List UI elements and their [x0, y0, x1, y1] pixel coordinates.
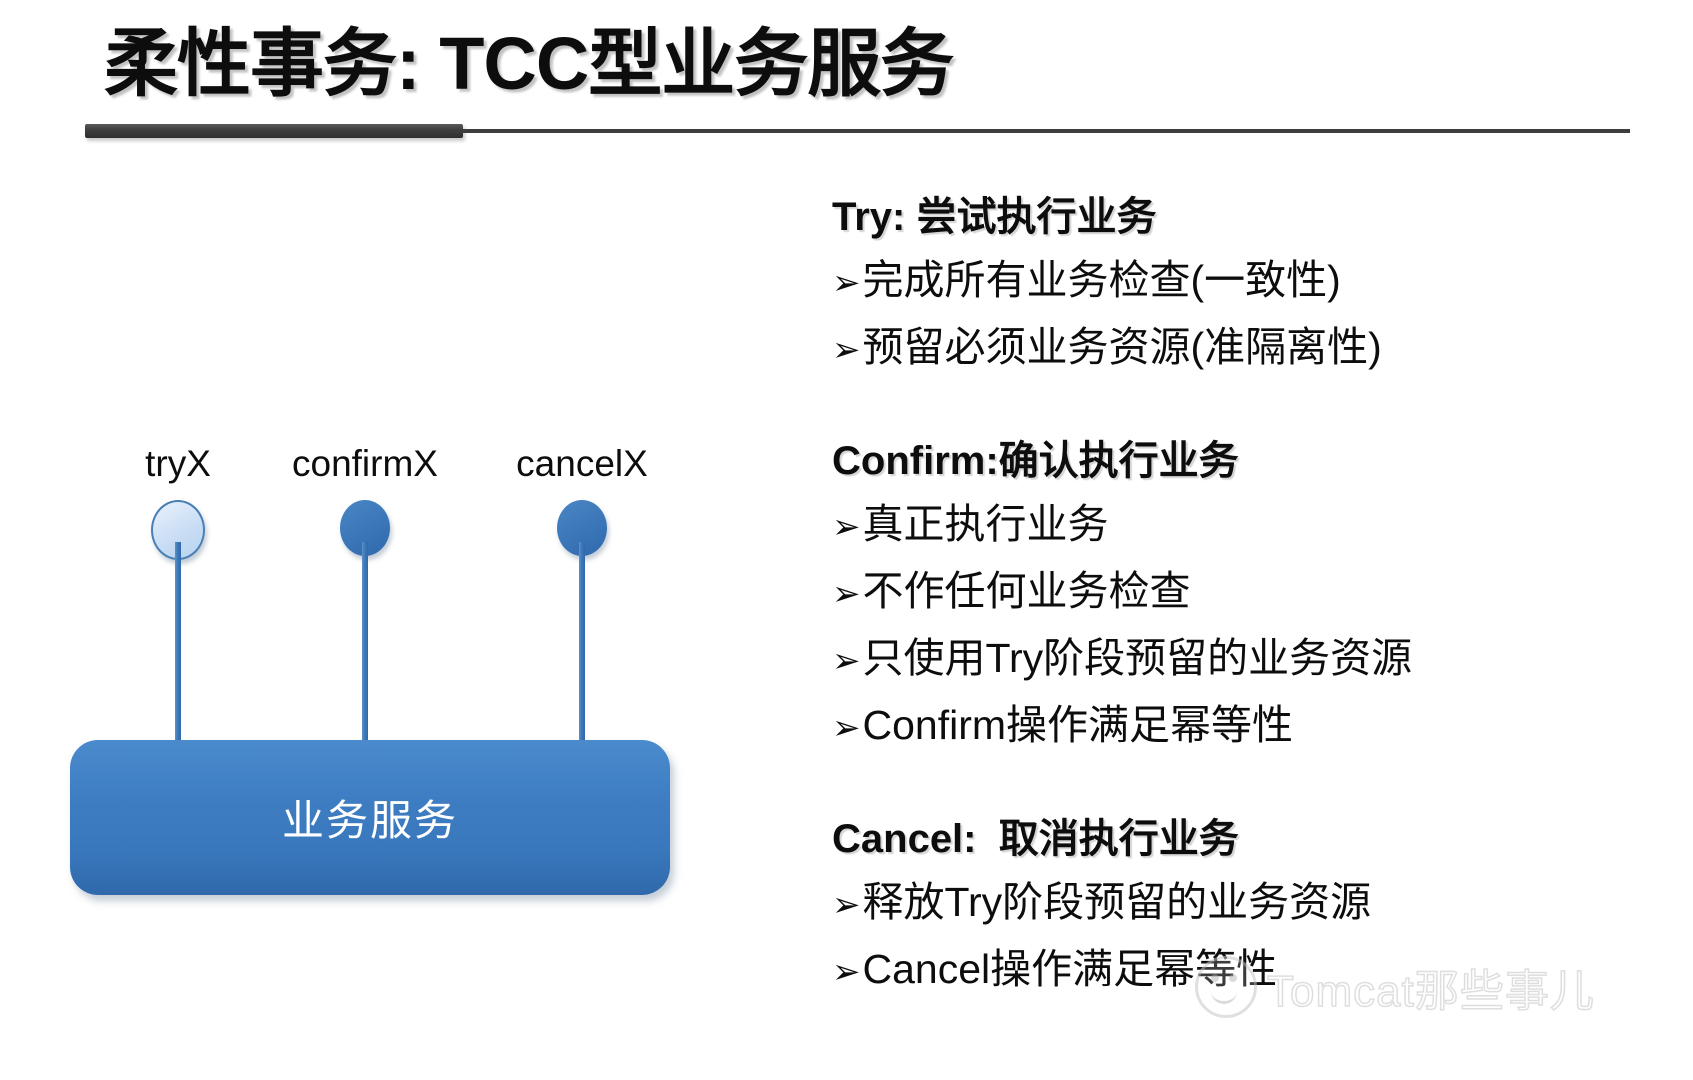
bullet-text: 真正执行业务	[862, 501, 1109, 547]
bullet-text: Confirm操作满足幂等性	[862, 702, 1294, 748]
content-column: Try: 尝试执行业务 ➢ 完成所有业务检查(一致性) ➢ 预留必须业务资源(准…	[832, 186, 1632, 1030]
bullet-text: 只使用Try阶段预留的业务资源	[862, 635, 1413, 681]
bullet-text: 不作任何业务检查	[862, 568, 1191, 614]
node-label-try: tryX	[145, 443, 211, 484]
section-heading-cancel: Cancel: 取消执行业务	[832, 817, 1239, 861]
bullet-text: Cancel操作满足幂等性	[862, 946, 1278, 992]
bullet-item: ➢ 预留必须业务资源(准隔离性)	[832, 315, 1632, 382]
title-block: 柔性事务: TCC型业务服务	[104, 8, 1624, 138]
bullet-item: ➢ 释放Try阶段预留的业务资源	[832, 870, 1632, 937]
bullet-text: 释放Try阶段预留的业务资源	[862, 879, 1372, 925]
section-cancel: Cancel: 取消执行业务 ➢ 释放Try阶段预留的业务资源 ➢ Cancel…	[832, 808, 1632, 1004]
arrow-bullet-icon: ➢	[832, 642, 861, 680]
bullet-item: ➢ Cancel操作满足幂等性	[832, 937, 1632, 1004]
bullet-item: ➢ 只使用Try阶段预留的业务资源	[832, 626, 1632, 693]
service-box-label: 业务服务	[281, 797, 458, 844]
bullet-text: 预留必须业务资源(准隔离性)	[862, 324, 1382, 370]
bullet-item: ➢ Confirm操作满足幂等性	[832, 693, 1632, 760]
bullet-text: 完成所有业务检查(一致性)	[862, 257, 1341, 303]
bullet-item: ➢ 完成所有业务检查(一致性)	[832, 248, 1632, 315]
bullet-item: ➢ 真正执行业务	[832, 492, 1632, 559]
arrow-bullet-icon: ➢	[832, 264, 861, 302]
node-label-confirm: confirmX	[292, 443, 438, 484]
title-divider-thick	[85, 124, 463, 138]
service-box: 业务服务	[70, 740, 670, 895]
page-title: 柔性事务: TCC型业务服务	[104, 22, 954, 105]
node-label-cancel: cancelX	[516, 443, 648, 484]
arrow-bullet-icon: ➢	[832, 575, 861, 613]
connector-confirm	[362, 542, 368, 747]
section-confirm: Confirm:确认执行业务 ➢ 真正执行业务 ➢ 不作任何业务检查 ➢ 只使用…	[832, 430, 1632, 760]
section-heading-confirm: Confirm:确认执行业务	[832, 439, 1239, 483]
connector-cancel	[579, 542, 585, 747]
arrow-bullet-icon: ➢	[832, 331, 861, 369]
section-heading-try: Try: 尝试执行业务	[832, 195, 1157, 239]
section-spacer	[832, 786, 1632, 808]
diagram-node-try: tryX	[88, 442, 268, 560]
bullet-item: ➢ 不作任何业务检查	[832, 559, 1632, 626]
diagram-node-confirm: confirmX	[275, 442, 455, 556]
section-try: Try: 尝试执行业务 ➢ 完成所有业务检查(一致性) ➢ 预留必须业务资源(准…	[832, 186, 1632, 382]
section-spacer	[832, 408, 1632, 430]
node-dot-try	[151, 500, 205, 560]
arrow-bullet-icon: ➢	[832, 709, 861, 747]
title-divider	[85, 124, 1630, 138]
arrow-bullet-icon: ➢	[832, 886, 861, 924]
arrow-bullet-icon: ➢	[832, 508, 861, 546]
arrow-bullet-icon: ➢	[832, 953, 861, 991]
tcc-diagram: tryX confirmX cancelX 业务服务	[60, 420, 740, 920]
title-divider-thin	[455, 129, 1630, 133]
connector-try	[175, 542, 181, 747]
diagram-node-cancel: cancelX	[492, 442, 672, 556]
